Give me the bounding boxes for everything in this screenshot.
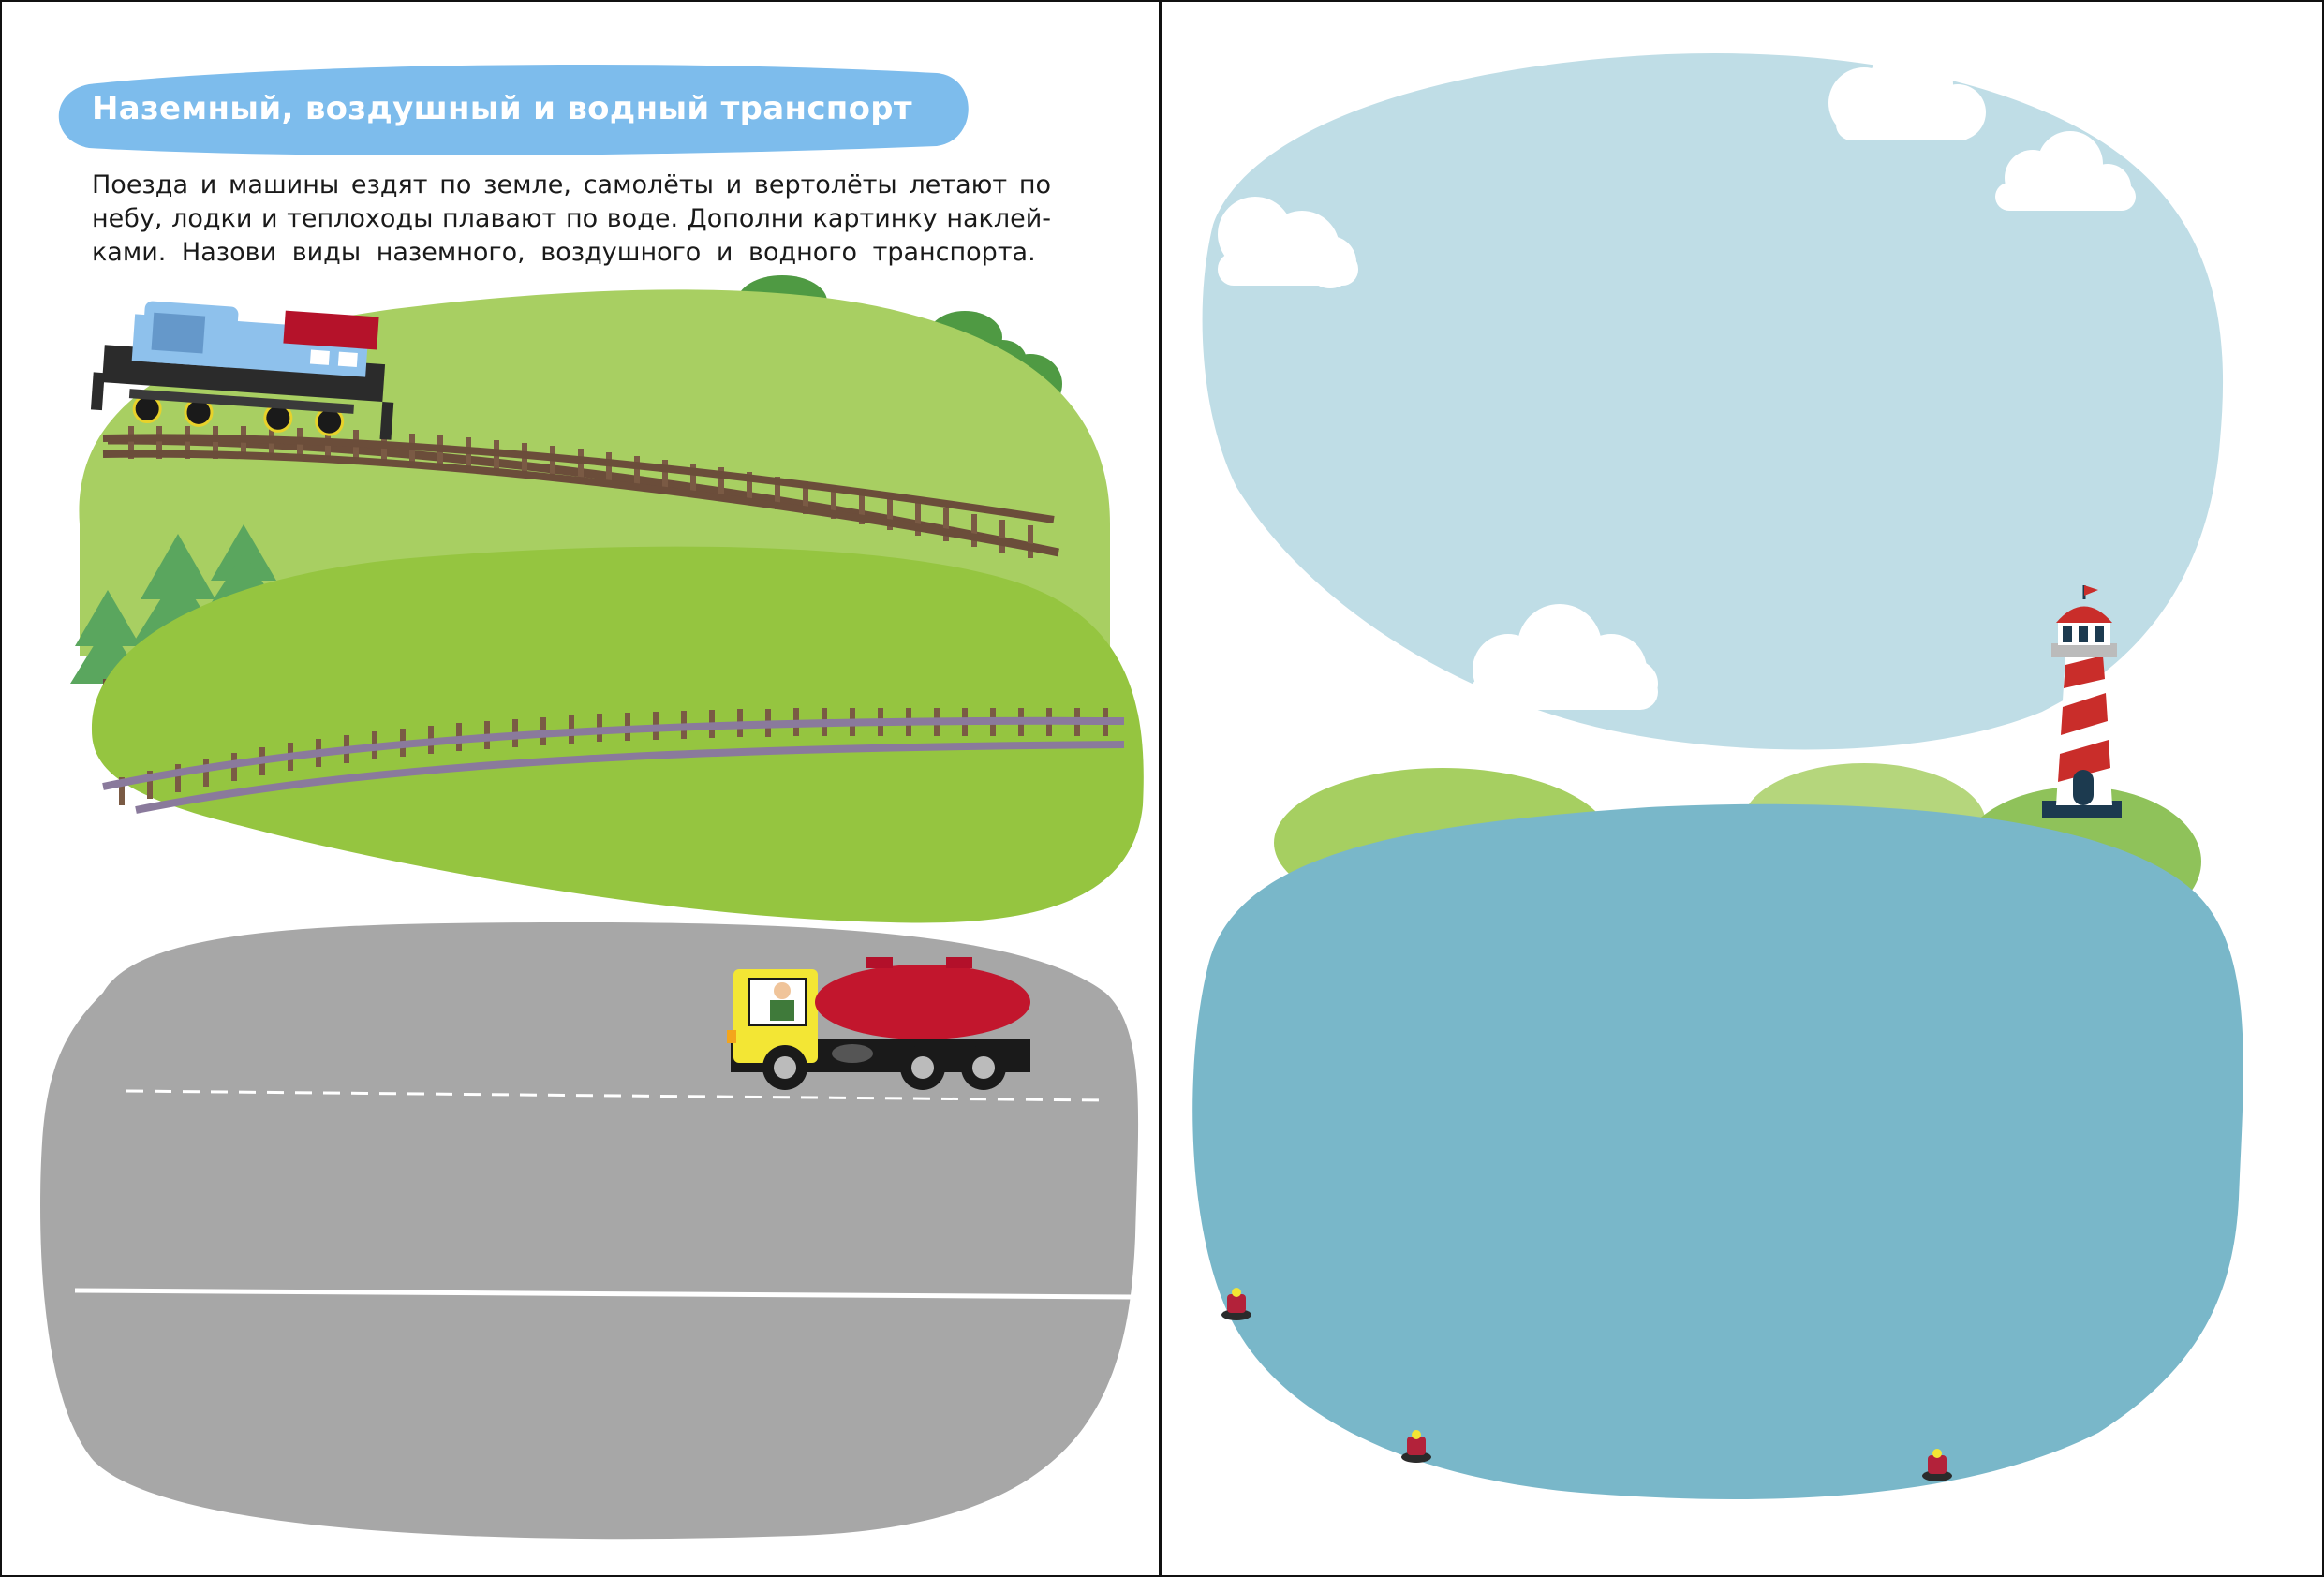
instructions-line: ками. Назови виды наземного, воздушного … (92, 238, 1036, 267)
road-dashed-line (126, 1089, 1106, 1102)
instructions-line: небу, лодки и теплоходы плавают по воде.… (92, 204, 1051, 233)
clouds (1218, 42, 2136, 710)
tanker-truck (727, 957, 1030, 1090)
instructions-line: Поезда и машины ездят по земле, самолёты… (92, 170, 1051, 199)
locomotive (90, 301, 394, 440)
road-edge-line (74, 1288, 1134, 1300)
title-banner (58, 64, 969, 156)
instructions-text: Поезда и машины ездят по земле, самолёты… (92, 169, 1051, 270)
lower-hill (91, 546, 1144, 923)
page-divider (1159, 0, 1162, 1577)
sky-area (1202, 52, 2224, 750)
page-title: Наземный, воздушный и водный транспорт (92, 90, 912, 127)
road (40, 922, 1139, 1540)
lower-railway (102, 708, 1125, 814)
upper-railway (102, 426, 1059, 558)
buoys (1221, 1288, 1952, 1481)
water-area (1192, 803, 2243, 1500)
lighthouse (2042, 585, 2122, 818)
